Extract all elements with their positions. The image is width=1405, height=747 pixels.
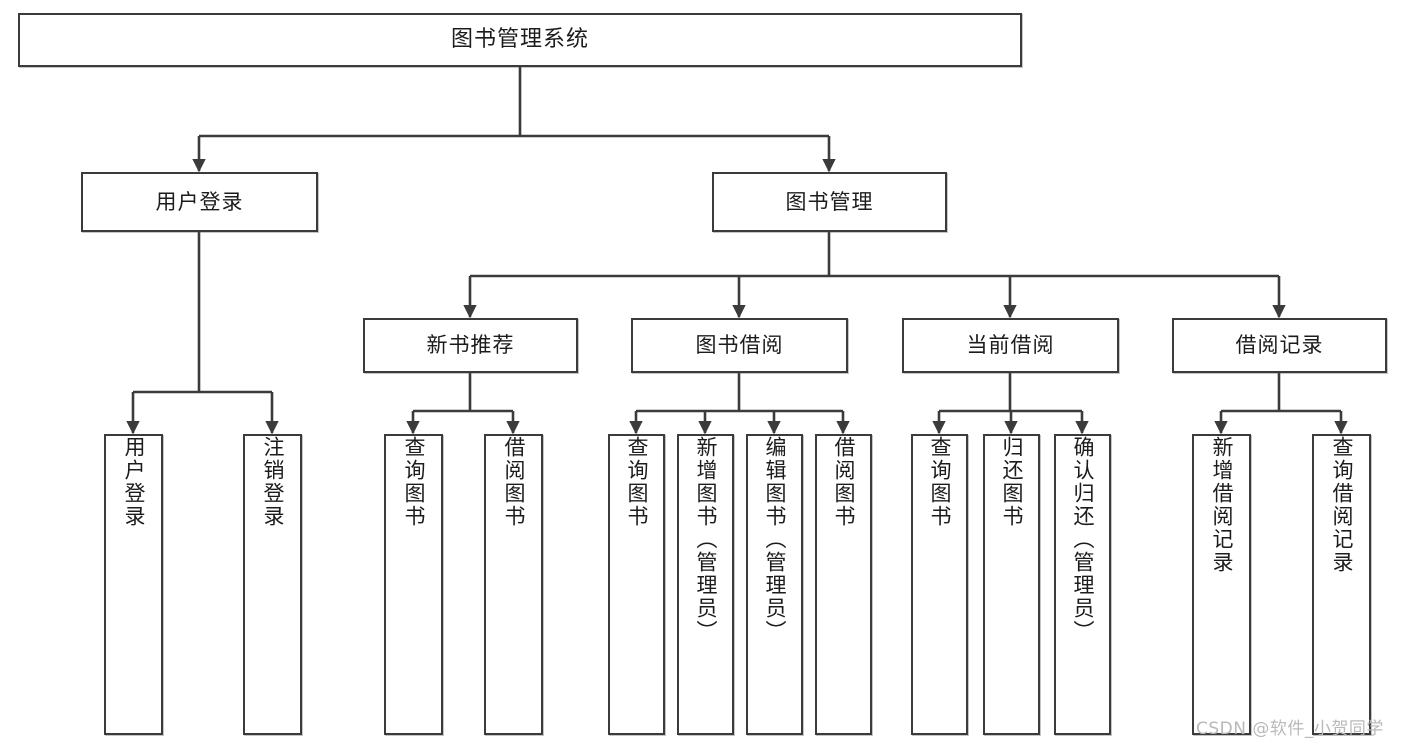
node-book-borrow-label: 图书借阅 — [695, 333, 784, 358]
node-current-borrow-label: 当前借阅 — [966, 333, 1055, 358]
node-new-book-recommend-label: 新书推荐 — [426, 333, 515, 358]
node-leaf-query-book-1[interactable]: 查询图书 — [384, 434, 443, 735]
node-leaf-add-record[interactable]: 新增借阅记录 — [1192, 434, 1251, 735]
node-current-borrow[interactable]: 当前借阅 — [902, 318, 1119, 373]
node-leaf-query-book-3[interactable]: 查询图书 — [911, 434, 968, 735]
node-user-login[interactable]: 用户登录 — [81, 172, 318, 232]
watermark: CSDN @软件_小贺同学 — [1196, 719, 1384, 739]
node-leaf-query-book-2-label: 查询图书 — [624, 436, 649, 528]
node-leaf-edit-book[interactable]: 编辑图书（管理员） — [746, 434, 803, 735]
node-leaf-borrow-book-1-label: 借阅图书 — [501, 436, 526, 528]
node-borrow-record-label: 借阅记录 — [1235, 333, 1324, 358]
node-leaf-query-record-label: 查询借阅记录 — [1329, 436, 1354, 574]
node-leaf-add-record-label: 新增借阅记录 — [1209, 436, 1234, 574]
node-leaf-query-book-1-label: 查询图书 — [401, 436, 426, 528]
node-leaf-borrow-book-1[interactable]: 借阅图书 — [484, 434, 543, 735]
node-leaf-user-login[interactable]: 用户登录 — [104, 434, 163, 735]
node-borrow-record[interactable]: 借阅记录 — [1172, 318, 1387, 373]
node-leaf-query-book-3-label: 查询图书 — [927, 436, 952, 528]
node-leaf-add-book-label: 新增图书（管理员） — [693, 436, 718, 643]
node-leaf-borrow-book-2[interactable]: 借阅图书 — [815, 434, 872, 735]
node-leaf-user-login-label: 用户登录 — [121, 436, 146, 528]
node-leaf-edit-book-label: 编辑图书（管理员） — [762, 436, 787, 643]
node-leaf-confirm-return-label: 确认归还（管理员） — [1070, 436, 1095, 643]
node-leaf-return-book[interactable]: 归还图书 — [983, 434, 1040, 735]
node-leaf-query-record[interactable]: 查询借阅记录 — [1312, 434, 1371, 735]
node-root-label: 图书管理系统 — [450, 27, 589, 53]
node-root[interactable]: 图书管理系统 — [18, 13, 1022, 67]
node-leaf-logout-login[interactable]: 注销登录 — [243, 434, 302, 735]
node-book-manage-label: 图书管理 — [785, 189, 874, 214]
node-leaf-add-book[interactable]: 新增图书（管理员） — [677, 434, 734, 735]
node-leaf-query-book-2[interactable]: 查询图书 — [608, 434, 665, 735]
node-new-book-recommend[interactable]: 新书推荐 — [363, 318, 578, 373]
node-leaf-confirm-return[interactable]: 确认归还（管理员） — [1054, 434, 1111, 735]
node-user-login-label: 用户登录 — [155, 189, 244, 214]
node-leaf-logout-login-label: 注销登录 — [260, 436, 285, 528]
node-book-manage[interactable]: 图书管理 — [712, 172, 947, 232]
node-book-borrow[interactable]: 图书借阅 — [631, 318, 848, 373]
node-leaf-borrow-book-2-label: 借阅图书 — [831, 436, 856, 528]
node-leaf-return-book-label: 归还图书 — [999, 436, 1024, 528]
